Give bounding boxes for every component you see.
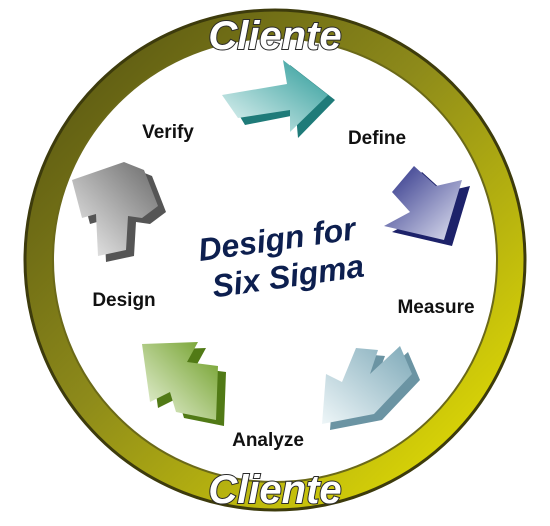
step-label-verify: Verify: [142, 122, 194, 143]
step-label-measure: Measure: [397, 297, 474, 318]
measure-arrow-icon: [384, 166, 470, 246]
design-arrow-icon: [142, 342, 226, 426]
analyze-arrow-icon: [322, 346, 420, 430]
verify-arrow-icon: [72, 162, 166, 262]
ring-bottom-label: Cliente: [208, 468, 341, 512]
step-label-analyze: Analyze: [232, 430, 304, 451]
ring-top-label: Cliente: [208, 14, 341, 58]
define-arrow-icon: [222, 60, 335, 138]
step-label-design: Design: [92, 290, 155, 311]
step-label-define: Define: [348, 128, 406, 149]
